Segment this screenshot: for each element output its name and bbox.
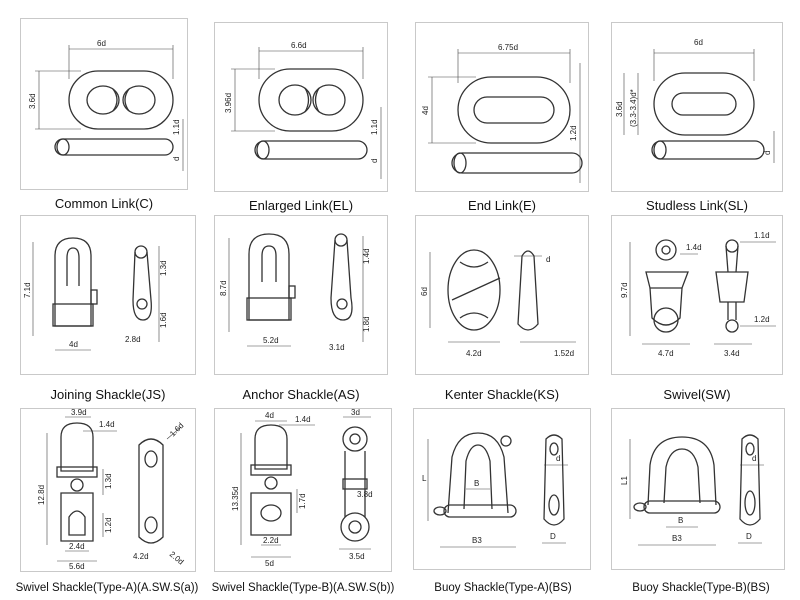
dim-label: 4.7d: [658, 349, 674, 358]
dim-label: 5d: [265, 559, 274, 568]
dim-label: B3: [672, 534, 682, 543]
caption-swivel-shackle-type-b: Swivel Shackle(Type-B)(A.SW.S(b)): [211, 582, 395, 594]
kenter-shackle-diagram: 6d 4.2d d 1.52d: [415, 215, 589, 375]
dim-label: 4.2d: [466, 349, 482, 358]
dim-label: d: [556, 454, 560, 463]
dim-label: B: [474, 479, 479, 488]
dim-label: 1.1d: [370, 119, 379, 135]
dim-label: 3.96d: [224, 93, 233, 113]
caption-common-link: Common Link(C): [54, 196, 154, 211]
dim-label: B3: [472, 536, 482, 545]
end-link-diagram: 6.75d 4d 1.2d: [415, 22, 589, 192]
caption-joining-shackle: Joining Shackle(JS): [50, 387, 166, 402]
dim-label: 4d: [421, 106, 430, 115]
dim-label: 9.7d: [620, 282, 629, 298]
common-link-diagram: 6d 3.6d 1.1d d: [20, 18, 188, 190]
caption-studless-link: Studless Link(SL): [646, 198, 748, 213]
dim-label: 1.3d: [159, 260, 168, 276]
caption-anchor-shackle: Anchor Shackle(AS): [242, 387, 360, 402]
dim-label: 7.1d: [23, 282, 32, 298]
enlarged-link-diagram: 6.6d 3.96d 1.1d d: [214, 22, 388, 192]
dim-label: 3d: [351, 409, 360, 417]
dim-label: 3.4d: [724, 349, 740, 358]
dim-label: 1.4d: [362, 248, 371, 264]
caption-buoy-shackle-type-a: Buoy Shackle(Type-A)(BS): [434, 582, 572, 594]
dim-label: 8.7d: [219, 280, 228, 296]
dim-label: 1.3d: [104, 473, 113, 489]
dim-label: d: [752, 454, 756, 463]
caption-swivel: Swivel(SW): [663, 387, 731, 402]
studless-link-diagram: 6d 3.6d (3.3-3.4)d* d: [611, 22, 783, 192]
dim-label: 1.8d: [362, 316, 371, 332]
dim-label: d: [370, 159, 379, 163]
dim-label: 6.6d: [291, 41, 307, 50]
buoy-shackle-type-a-diagram: L B B3 d D: [413, 408, 591, 570]
dim-label: D: [746, 532, 752, 541]
dim-label: 6d: [420, 287, 429, 296]
dim-label: 12.8d: [37, 485, 46, 505]
dim-label: 1.2d: [569, 125, 578, 141]
dim-label: 2.0d: [168, 550, 186, 567]
dim-label: 4d: [265, 411, 274, 420]
dim-label: 3.8d: [357, 490, 373, 499]
dim-label: 1.4d: [686, 243, 702, 252]
dim-label: 5.2d: [263, 336, 279, 345]
caption-kenter-shackle: Kenter Shackle(KS): [444, 387, 560, 402]
dim-label: 6d: [97, 39, 106, 48]
dim-label: 1.1d: [172, 119, 181, 135]
caption-enlarged-link: Enlarged Link(EL): [248, 198, 354, 213]
dim-label: (3.3-3.4)d*: [629, 89, 638, 127]
dim-label: d: [763, 151, 772, 155]
dim-label: 3.5d: [349, 552, 365, 561]
dim-label: 6.75d: [498, 43, 518, 52]
caption-buoy-shackle-type-b: Buoy Shackle(Type-B)(BS): [632, 582, 770, 594]
dim-label: 1.2d: [104, 517, 113, 533]
dim-label: d: [546, 255, 550, 264]
swivel-diagram: 9.7d 1.4d 4.7d 1.1d 1.2d 3.4d: [611, 215, 783, 375]
dim-label: 3.9d: [71, 409, 87, 417]
dim-label: 3.1d: [329, 343, 345, 352]
dim-label: 3.6d: [28, 93, 37, 109]
joining-shackle-diagram: 7.1d 4d 1.3d 1.6d 2.8d: [20, 215, 196, 375]
dim-label: 2.8d: [125, 335, 141, 344]
dim-label: B: [678, 516, 683, 525]
dim-label: 1.1d: [754, 231, 770, 240]
dim-label: D: [550, 532, 556, 541]
caption-swivel-shackle-type-a: Swivel Shackle(Type-A)(A.SW.S(a)): [15, 582, 199, 594]
dim-label: 1.4d: [99, 420, 115, 429]
swivel-shackle-type-a-diagram: 3.9d 1.4d 12.8d 1.3d 1.2d 2.4d 5.6d 1.6d…: [20, 408, 196, 572]
dim-label: 13.35d: [231, 487, 240, 511]
dim-label: L1: [620, 476, 629, 485]
dim-label: 2.2d: [263, 536, 279, 545]
dim-label: 1.52d: [554, 349, 574, 358]
dim-label: d: [172, 157, 181, 161]
dim-label: 1.6d: [159, 312, 168, 328]
dim-label: 4d: [69, 340, 78, 349]
dim-label: 1.7d: [298, 493, 307, 509]
dim-label: L: [422, 474, 427, 483]
dim-label: 5.6d: [69, 562, 85, 571]
dim-label: 4.2d: [133, 552, 149, 561]
swivel-shackle-type-b-diagram: 4d 1.4d 13.35d 1.7d 2.2d 5d 3d 3.8d 3.5d: [214, 408, 392, 572]
dim-label: 2.4d: [69, 542, 85, 551]
dim-label: 3.6d: [615, 101, 624, 117]
dim-label: 1.6d: [168, 421, 185, 438]
caption-end-link: End Link(E): [468, 198, 536, 213]
anchor-shackle-diagram: 8.7d 5.2d 1.4d 1.8d 3.1d: [214, 215, 388, 375]
dim-label: 1.4d: [295, 415, 311, 424]
dim-label: 6d: [694, 38, 703, 47]
dim-label: 1.2d: [754, 315, 770, 324]
buoy-shackle-type-b-diagram: L1 B B3 d D: [611, 408, 785, 570]
